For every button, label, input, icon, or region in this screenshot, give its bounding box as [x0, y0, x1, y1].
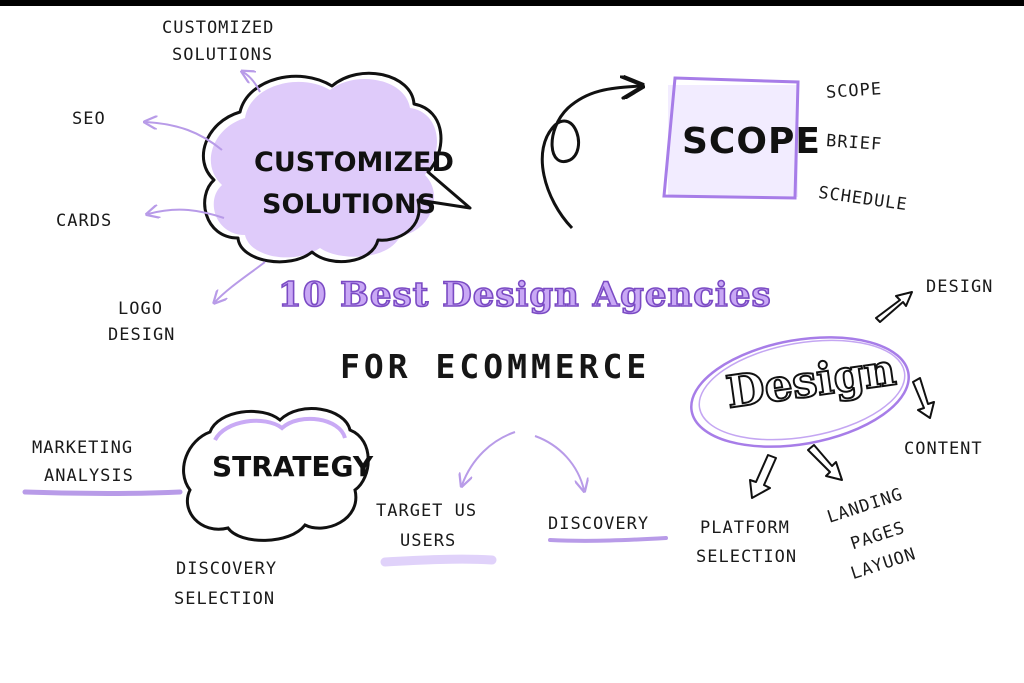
arrow-to-top-solutions [243, 72, 261, 93]
strategy-discovery-line2: SELECTION [174, 589, 276, 609]
strategy-discovery-line1: DISCOVERY [176, 559, 278, 579]
discovery-underline [548, 536, 668, 543]
design-arrow-platform [749, 454, 777, 499]
design-arrow-landing [807, 444, 843, 481]
scope-box [662, 76, 800, 200]
scope-box-shadow [668, 85, 798, 197]
center-discovery: DISCOVERY [548, 514, 650, 534]
design-arrow-content [912, 377, 935, 419]
marketing-underline [22, 489, 183, 496]
customized-center-line1: CUSTOMIZED [254, 147, 454, 178]
design-ellipse [690, 336, 910, 448]
target-line1: TARGET US [376, 501, 478, 521]
customized-top-line1: CUSTOMIZED [162, 18, 275, 38]
logo-line1: LOGO [118, 299, 163, 319]
marketing-line1: MARKETING [32, 438, 134, 458]
scope-item-brief: BRIEF [825, 131, 883, 155]
design-label: DESIGN [926, 277, 994, 297]
scope-item-scope: SCOPE [825, 79, 883, 103]
seo-label: SEO [72, 109, 106, 129]
loop-arrow [540, 86, 640, 230]
scope-center: SCOPE [682, 121, 821, 162]
arrow-to-seo [146, 122, 223, 151]
customized-cloud-fill [210, 78, 437, 258]
cards-label: CARDS [56, 211, 113, 231]
strategy-center: STRATEGY [212, 450, 374, 483]
arrow-to-cards [148, 210, 225, 218]
marketing-line2: ANALYSIS [44, 466, 134, 486]
top-border [0, 0, 1024, 6]
strategy-cloud-outline [182, 407, 370, 542]
customized-center-line2: SOLUTIONS [262, 189, 437, 220]
main-subtitle: FOR ECOMMERCE [340, 347, 651, 386]
platform-line2: SELECTION [696, 547, 798, 567]
target-underline [380, 554, 497, 567]
logo-line2: DESIGN [108, 325, 176, 345]
arrow-to-target [462, 431, 516, 485]
arrow-to-logo [215, 261, 266, 302]
main-title: 10 Best Design Agencies [277, 274, 772, 316]
content-label: CONTENT [904, 439, 983, 459]
customized-top-line2: SOLUTIONS [172, 45, 274, 65]
strategy-cloud-accent [213, 416, 347, 442]
platform-line1: PLATFORM [700, 518, 790, 538]
design-arrow-up [875, 291, 913, 323]
customized-cloud-outline [202, 71, 472, 264]
target-line2: USERS [400, 531, 457, 551]
design-ellipse-inner [698, 339, 906, 441]
arrow-to-discovery [534, 435, 584, 490]
